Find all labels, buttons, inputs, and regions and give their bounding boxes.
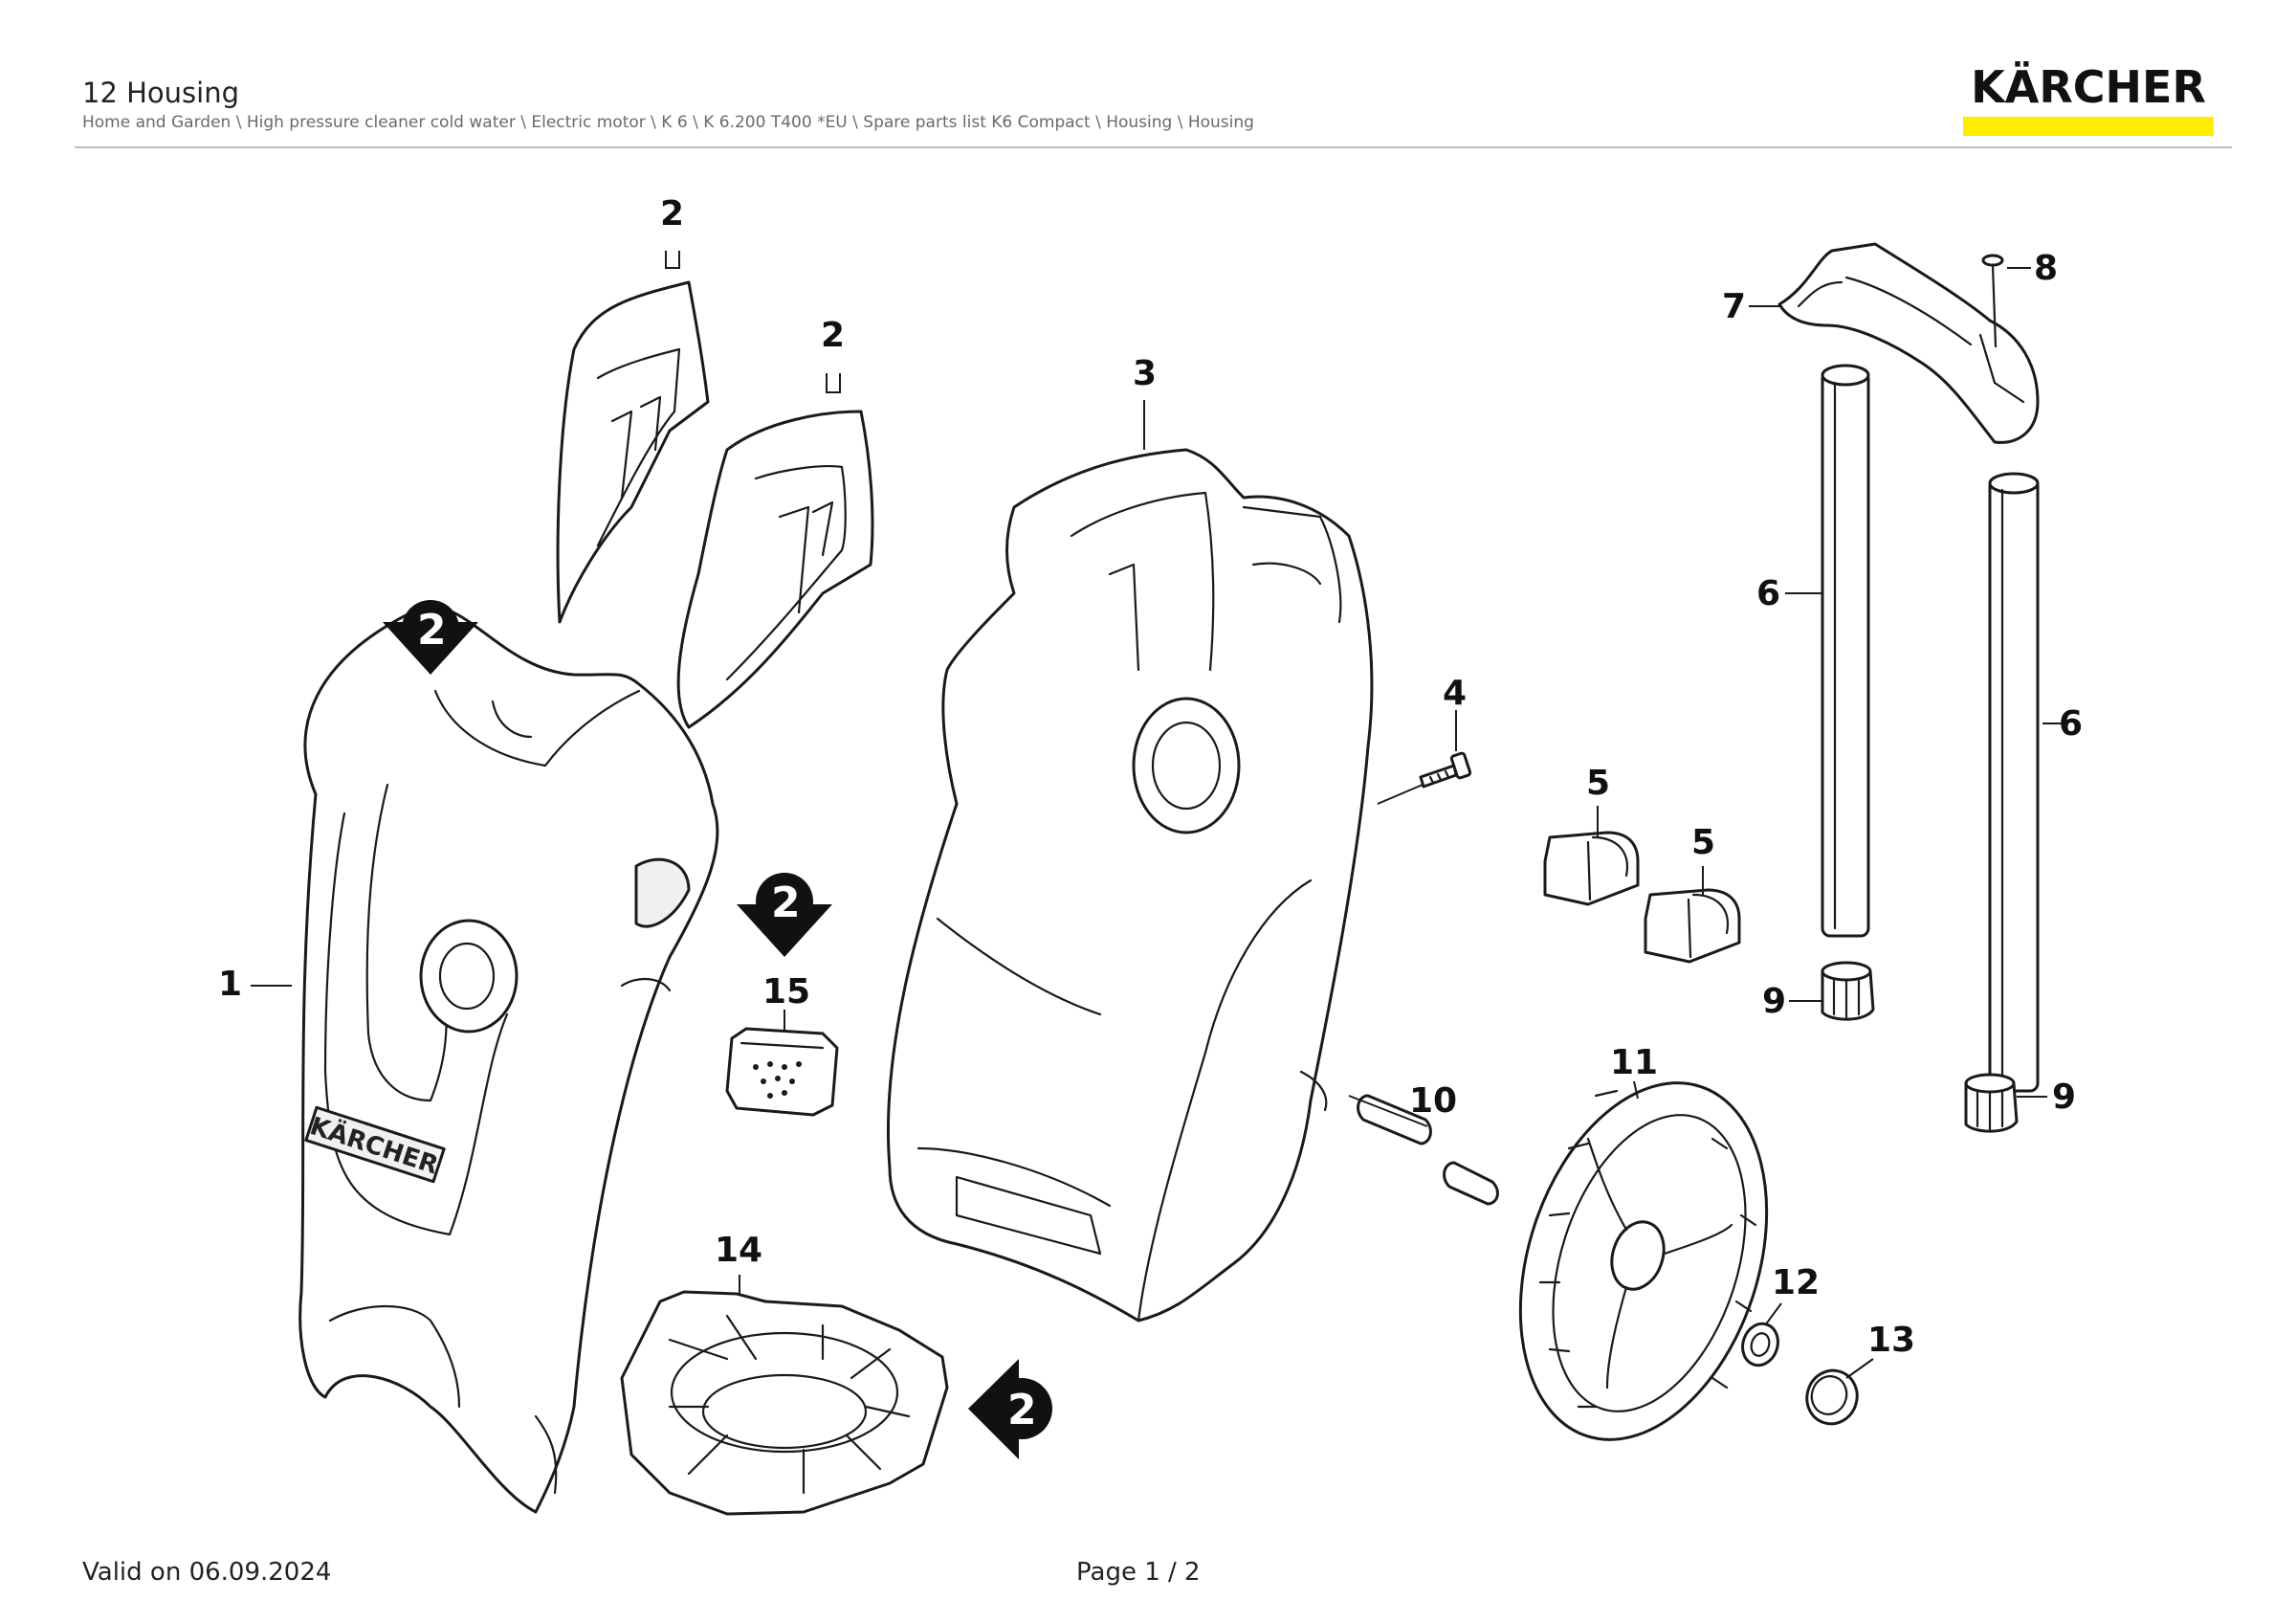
brand-logo-text: KÄRCHER [1971,61,2206,113]
part-carry-handle[interactable] [1777,242,2040,444]
brand-logo-bar [1963,117,2214,136]
callout-label: 11 [1610,1043,1658,1082]
part-main-frame[interactable] [886,448,1374,1323]
callout-label: 7 [1722,287,1746,326]
callout-label: 5 [1691,823,1715,862]
callout-label: 5 [1586,764,1610,803]
part-base-tray[interactable] [620,1290,949,1516]
part-front-cover[interactable]: KÄRCHER [298,605,719,1514]
leader-lines [251,251,2064,1379]
part-handle-tube-left[interactable] [1821,364,1870,938]
callout-label: 9 [1762,982,1786,1021]
callout-label: 12 [1772,1263,1820,1302]
part-end-cap-b[interactable] [1964,1073,2019,1133]
part-filter[interactable] [725,1027,839,1117]
part-wheel[interactable] [1478,1051,1810,1471]
callout-label: 6 [1756,574,1780,613]
view-marker-side: 2 [737,873,832,957]
callout-label: 13 [1867,1321,1915,1360]
view-marker-label: 2 [771,878,801,927]
view-marker-base: 2 [968,1359,1052,1459]
part-side-panel-upper[interactable] [556,280,710,624]
callout-label: 3 [1133,354,1157,393]
callout-label: 10 [1409,1081,1457,1121]
part-small-screw[interactable] [1981,254,2004,348]
callout-label: 9 [2052,1078,2076,1117]
part-screw[interactable] [1419,751,1472,789]
callout-label: 8 [2034,249,2058,288]
callout-label: 6 [2059,704,2083,744]
view-marker-top: 2 [383,600,478,675]
callout-label: 2 [660,194,684,233]
valid-date: Valid on 06.09.2024 [82,1558,332,1587]
brand-logo: KÄRCHER [1963,63,2214,138]
callout-label: 14 [715,1231,762,1270]
part-handle-tube-right[interactable] [1988,472,2040,1093]
view-marker-label: 2 [417,606,447,655]
part-hub-cap[interactable] [1800,1364,1865,1430]
arrow-down-icon [737,904,832,957]
view-marker-label: 2 [1007,1386,1037,1434]
header-divider [75,146,2232,148]
page-title: 12 Housing [82,77,240,109]
part-end-cap-a[interactable] [1821,961,1875,1021]
page-number: Page 1 / 2 [1076,1558,1201,1587]
callout-label: 15 [762,972,810,1012]
part-axle-pin[interactable] [1357,1094,1499,1206]
part-washer[interactable] [1737,1320,1783,1370]
part-side-panel-lower[interactable] [676,410,874,729]
callout-labels: 1 2 2 3 4 5 5 6 6 7 8 9 9 10 11 12 13 14… [218,194,2083,1360]
callout-label: 4 [1443,674,1467,713]
part-clip-b[interactable] [1644,888,1741,964]
callout-label: 2 [821,316,845,355]
breadcrumb[interactable]: Home and Garden \ High pressure cleaner … [82,113,1254,132]
callout-label: 1 [218,965,242,1004]
part-clip-a[interactable] [1543,831,1640,906]
